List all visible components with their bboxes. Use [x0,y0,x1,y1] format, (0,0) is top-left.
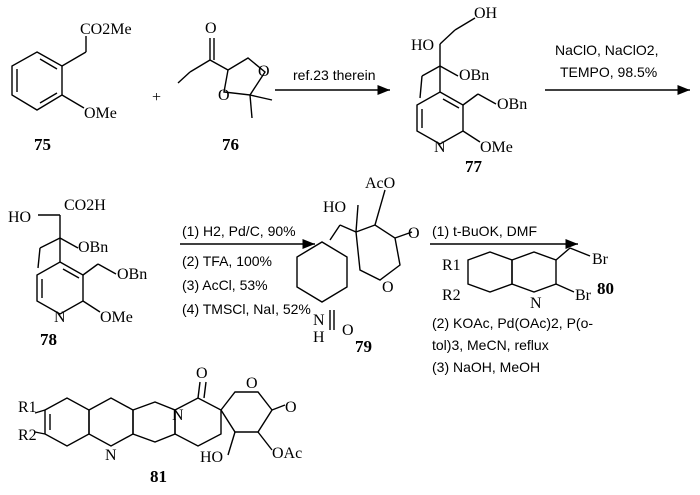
step-2-condition-1: NaClO, NaClO2, [555,42,658,58]
o2-label: O [246,375,258,392]
step-2-condition-2: TEMPO, 98.5% [560,64,657,80]
step-2: NaClO, NaClO2, TEMPO, 98.5% [545,42,690,96]
compound-number-76: 76 [222,135,239,154]
ring-n-label: N [530,295,542,312]
compound-number-81: 81 [150,467,167,486]
o3-label: O [285,399,297,416]
compound-number-79: 79 [355,337,372,356]
step-4-condition-below-1: (2) KOAc, Pd(OAc)2, P(o- [432,315,593,331]
r1-label: R1 [442,257,461,274]
compound-number-77: 77 [465,157,483,176]
ho-label: HO [200,449,223,466]
compound-80: R1 R2 N Br Br 80 [442,247,614,312]
compound-76-skeleton [177,38,273,119]
o1-label: O [196,365,208,382]
ring-o2-label: O [218,87,230,104]
oac-label: OAc [272,445,302,462]
compound-76: O O O 76 [177,20,273,154]
ketone-o-label: O [205,20,217,37]
methoxy-label: OMe [84,105,117,122]
ring-n2-label: N [172,407,184,424]
methoxy-label: OMe [100,309,133,326]
hydroxyl-left-label: HO [411,37,434,54]
obn-2-label: OBn [497,96,527,113]
br1-label: Br [592,251,609,268]
lactone-o2-label: O [382,279,394,296]
br2-label: Br [575,287,592,304]
r2-label: R2 [442,287,461,304]
compound-77: OH HO OBn OBn N OMe 77 [411,5,527,176]
amide-o-label: O [342,322,354,339]
compound-81-skeleton [34,381,286,456]
ester-label: CO2Me [80,21,132,38]
obn-2-label: OBn [117,266,147,283]
ho-label: HO [323,199,346,216]
compound-78-skeleton [36,214,117,315]
compound-75-skeleton [11,36,87,111]
lactone-o1-label: O [408,225,420,242]
compound-75: CO2Me OMe 75 [11,21,132,154]
ring-n-label: N [54,309,66,326]
compound-81: R1 R2 N N O O O HO OAc 81 [18,365,302,486]
plus-sign: + [152,89,161,106]
r1-label: R1 [18,399,37,416]
step-4-condition-below-3: (3) NaOH, MeOH [432,359,540,375]
amide-h-label: H [313,329,325,346]
compound-77-skeleton [416,17,497,145]
aco-label: AcO [365,175,395,192]
compound-79: AcO HO O O O N H 79 [296,175,420,356]
compound-80-skeleton [467,247,591,293]
step-3: (1) H2, Pd/C, 90% (2) TFA, 100% (3) AcCl… [180,223,315,317]
acid-label: CO2H [64,197,106,214]
ring-n1-label: N [105,447,117,464]
obn-1-label: OBn [78,239,108,256]
step-4: (1) t-BuOK, DMF (2) KOAc, Pd(OAc)2, P(o-… [430,223,593,375]
step-3-condition-4: (4) TMSCl, NaI, 52% [182,301,311,317]
hydroxyl-top-label: OH [474,5,498,22]
ring-o1-label: O [258,63,270,80]
compound-79-skeleton [296,189,413,330]
compound-number-78: 78 [40,330,57,349]
r2-label: R2 [18,427,37,444]
amide-n-label: N [313,312,325,329]
step-1: ref.23 therein [275,67,390,96]
compound-number-75: 75 [34,135,51,154]
step-3-condition-1: (1) H2, Pd/C, 90% [182,223,296,239]
step-3-condition-3: (3) AcCl, 53% [182,277,268,293]
step-4-condition-below-2: tol)3, MeCN, reflux [432,337,549,353]
compound-number-80: 80 [597,279,614,298]
ring-n-label: N [434,139,446,156]
hydroxyl-label: HO [8,209,31,226]
obn-1-label: OBn [459,67,489,84]
step-4-condition-above: (1) t-BuOK, DMF [432,223,537,239]
step-3-condition-2: (2) TFA, 100% [182,253,272,269]
step-1-condition: ref.23 therein [293,67,376,83]
compound-78: HO CO2H OBn OBn N OMe 78 [8,197,147,349]
methoxy-label: OMe [480,139,513,156]
